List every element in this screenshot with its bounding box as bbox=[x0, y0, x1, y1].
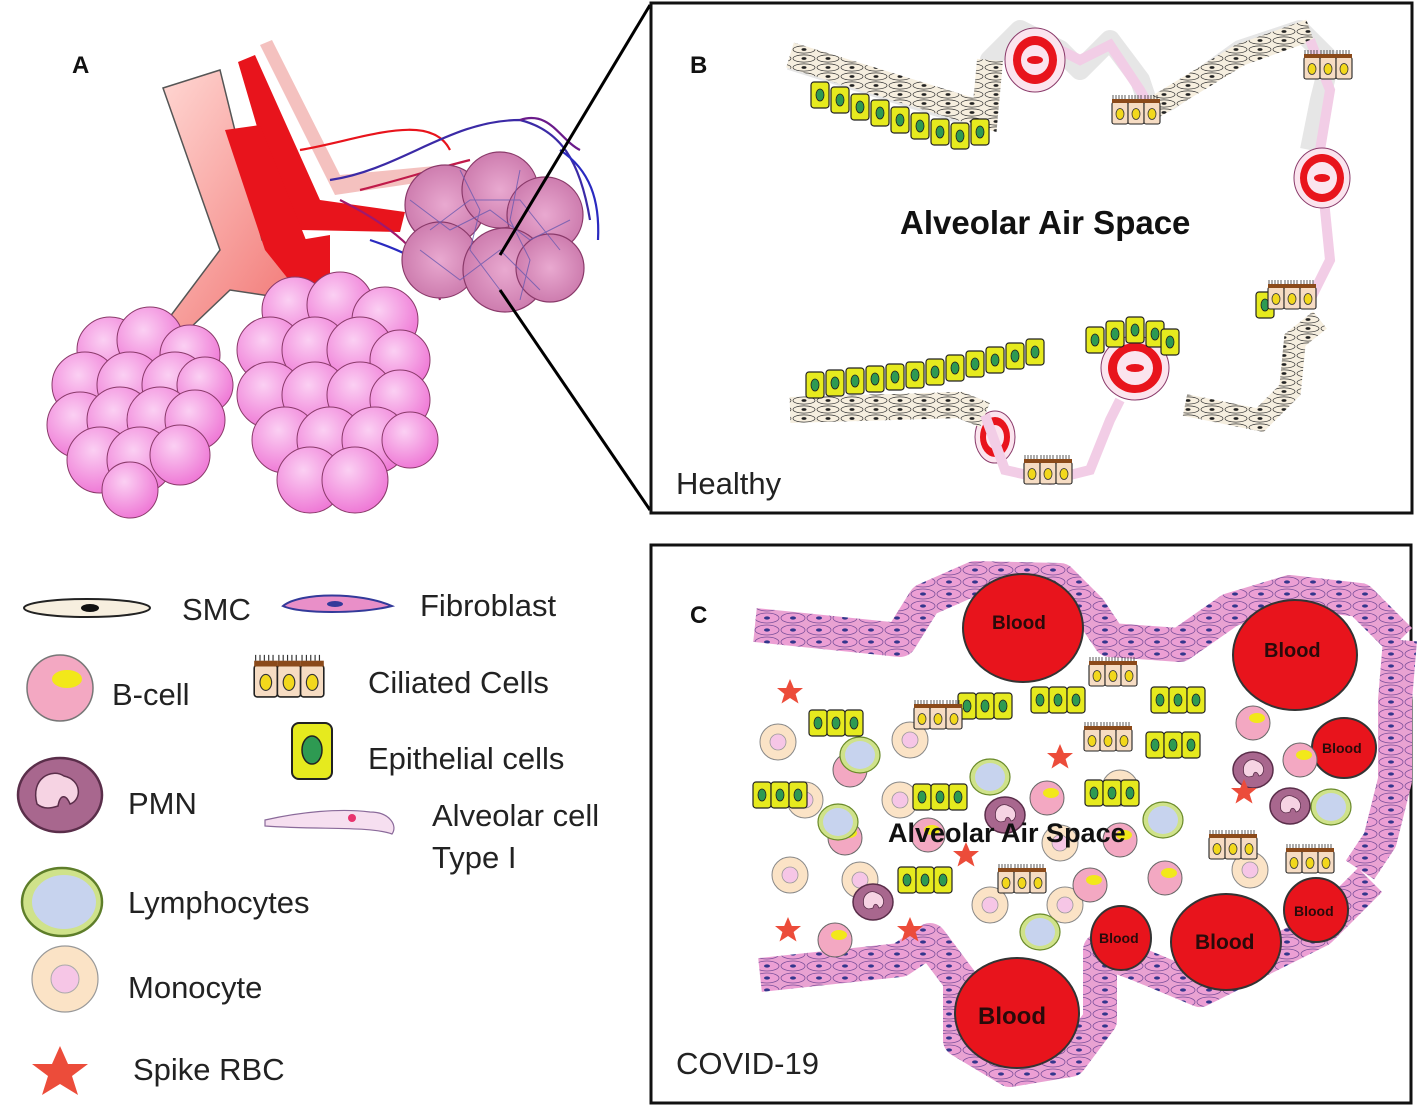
alveolar-cell-type-i-icon bbox=[264, 809, 395, 835]
legend-monocyte-label: Monocyte bbox=[128, 970, 263, 1005]
covid-air-space-title: Alveolar Air Space bbox=[888, 818, 1126, 848]
blood-label: Blood bbox=[1099, 930, 1139, 946]
legend-bcell-label: B-cell bbox=[112, 677, 190, 712]
blood-label: Blood bbox=[1322, 740, 1362, 756]
legend-ciliated-label: Ciliated Cells bbox=[368, 665, 549, 700]
panel-letter-c: C bbox=[690, 602, 708, 629]
bcell-icon bbox=[26, 654, 94, 722]
lymphocyte-icon bbox=[20, 866, 104, 938]
legend-icons bbox=[16, 594, 396, 1095]
legend-pmn-label: PMN bbox=[128, 786, 197, 821]
legend-alveolar-label-line2: Type I bbox=[432, 840, 517, 875]
pmn-icon bbox=[16, 756, 104, 834]
spike-rbc-icon bbox=[32, 1046, 88, 1095]
legend-smc-label: SMC bbox=[182, 592, 251, 627]
panel-letter-a: A bbox=[72, 52, 90, 79]
epithelial-cell-icon bbox=[291, 722, 333, 780]
panel-a-lung-illustration bbox=[46, 4, 652, 519]
blood-vessels bbox=[954, 573, 1377, 1069]
healthy-status-label: Healthy bbox=[676, 466, 782, 501]
ciliated-cells-icon bbox=[254, 655, 324, 697]
panel-b-healthy-alveolus bbox=[649, 1, 1414, 515]
monocyte-icon bbox=[31, 945, 99, 1013]
legend-spike-label: Spike RBC bbox=[133, 1052, 285, 1087]
blood-label: Blood bbox=[992, 613, 1046, 634]
panel-letter-b: B bbox=[690, 52, 708, 79]
blood-label: Blood bbox=[978, 1003, 1046, 1030]
legend-fibroblast-label: Fibroblast bbox=[420, 588, 557, 623]
panel-c-covid-alveolus bbox=[649, 543, 1417, 1105]
covid-status-label: COVID-19 bbox=[676, 1046, 819, 1081]
alveoli-cluster-left bbox=[46, 306, 234, 519]
legend-lymphocytes-label: Lymphocytes bbox=[128, 885, 310, 920]
blood-label: Blood bbox=[1294, 903, 1334, 919]
legend-alveolar-label-line1: Alveolar cell bbox=[432, 798, 600, 833]
fibroblast-icon bbox=[281, 594, 396, 613]
legend-epithelial-label: Epithelial cells bbox=[368, 741, 565, 776]
blood-label: Blood bbox=[1195, 931, 1255, 954]
healthy-air-space-title: Alveolar Air Space bbox=[900, 204, 1191, 241]
alveolar-sac-detail bbox=[401, 151, 585, 313]
smc-icon bbox=[23, 598, 151, 618]
blood-label: Blood bbox=[1264, 640, 1321, 662]
alveoli-cluster-right bbox=[236, 271, 439, 514]
